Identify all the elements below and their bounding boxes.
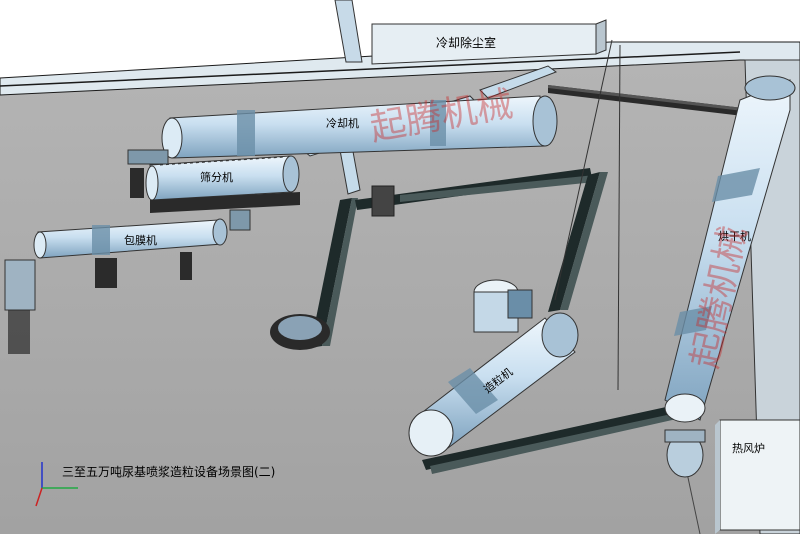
- cooling-dust-room-label: 冷却除尘室: [436, 35, 496, 50]
- conveyor-right-vertical: [548, 172, 608, 312]
- coater: 包膜机: [33, 218, 228, 259]
- coater-support: [4, 209, 251, 354]
- screener-motor: [127, 149, 169, 198]
- chimney: [334, 0, 363, 63]
- screener: 筛分机: [145, 155, 300, 213]
- cooler: 冷却机: [161, 95, 558, 159]
- dryer-label: 烘干机: [718, 229, 751, 243]
- screener-label: 筛分机: [200, 170, 233, 184]
- coater-label: 包膜机: [124, 233, 157, 247]
- conveyor-bottom: [422, 404, 690, 474]
- support-lines: [554, 39, 621, 391]
- hopper-center: [270, 185, 395, 350]
- scene-title: 三至五万吨尿基喷浆造粒设备场景图(二): [62, 464, 275, 479]
- hot-air-furnace-label: 热风炉: [732, 442, 765, 455]
- conveyor-center: [355, 168, 595, 210]
- granulator: 造粒机: [408, 279, 579, 457]
- hot-air-furnace: 热风炉: [664, 419, 800, 534]
- axis-triad: [35, 462, 78, 507]
- cooler-label: 冷却机: [326, 116, 359, 130]
- conveyor-left-vertical: [310, 198, 358, 348]
- cooling-dust-room: 冷却除尘室: [371, 19, 607, 65]
- back-wall: [0, 41, 800, 96]
- dryer: 烘干机: [664, 75, 796, 423]
